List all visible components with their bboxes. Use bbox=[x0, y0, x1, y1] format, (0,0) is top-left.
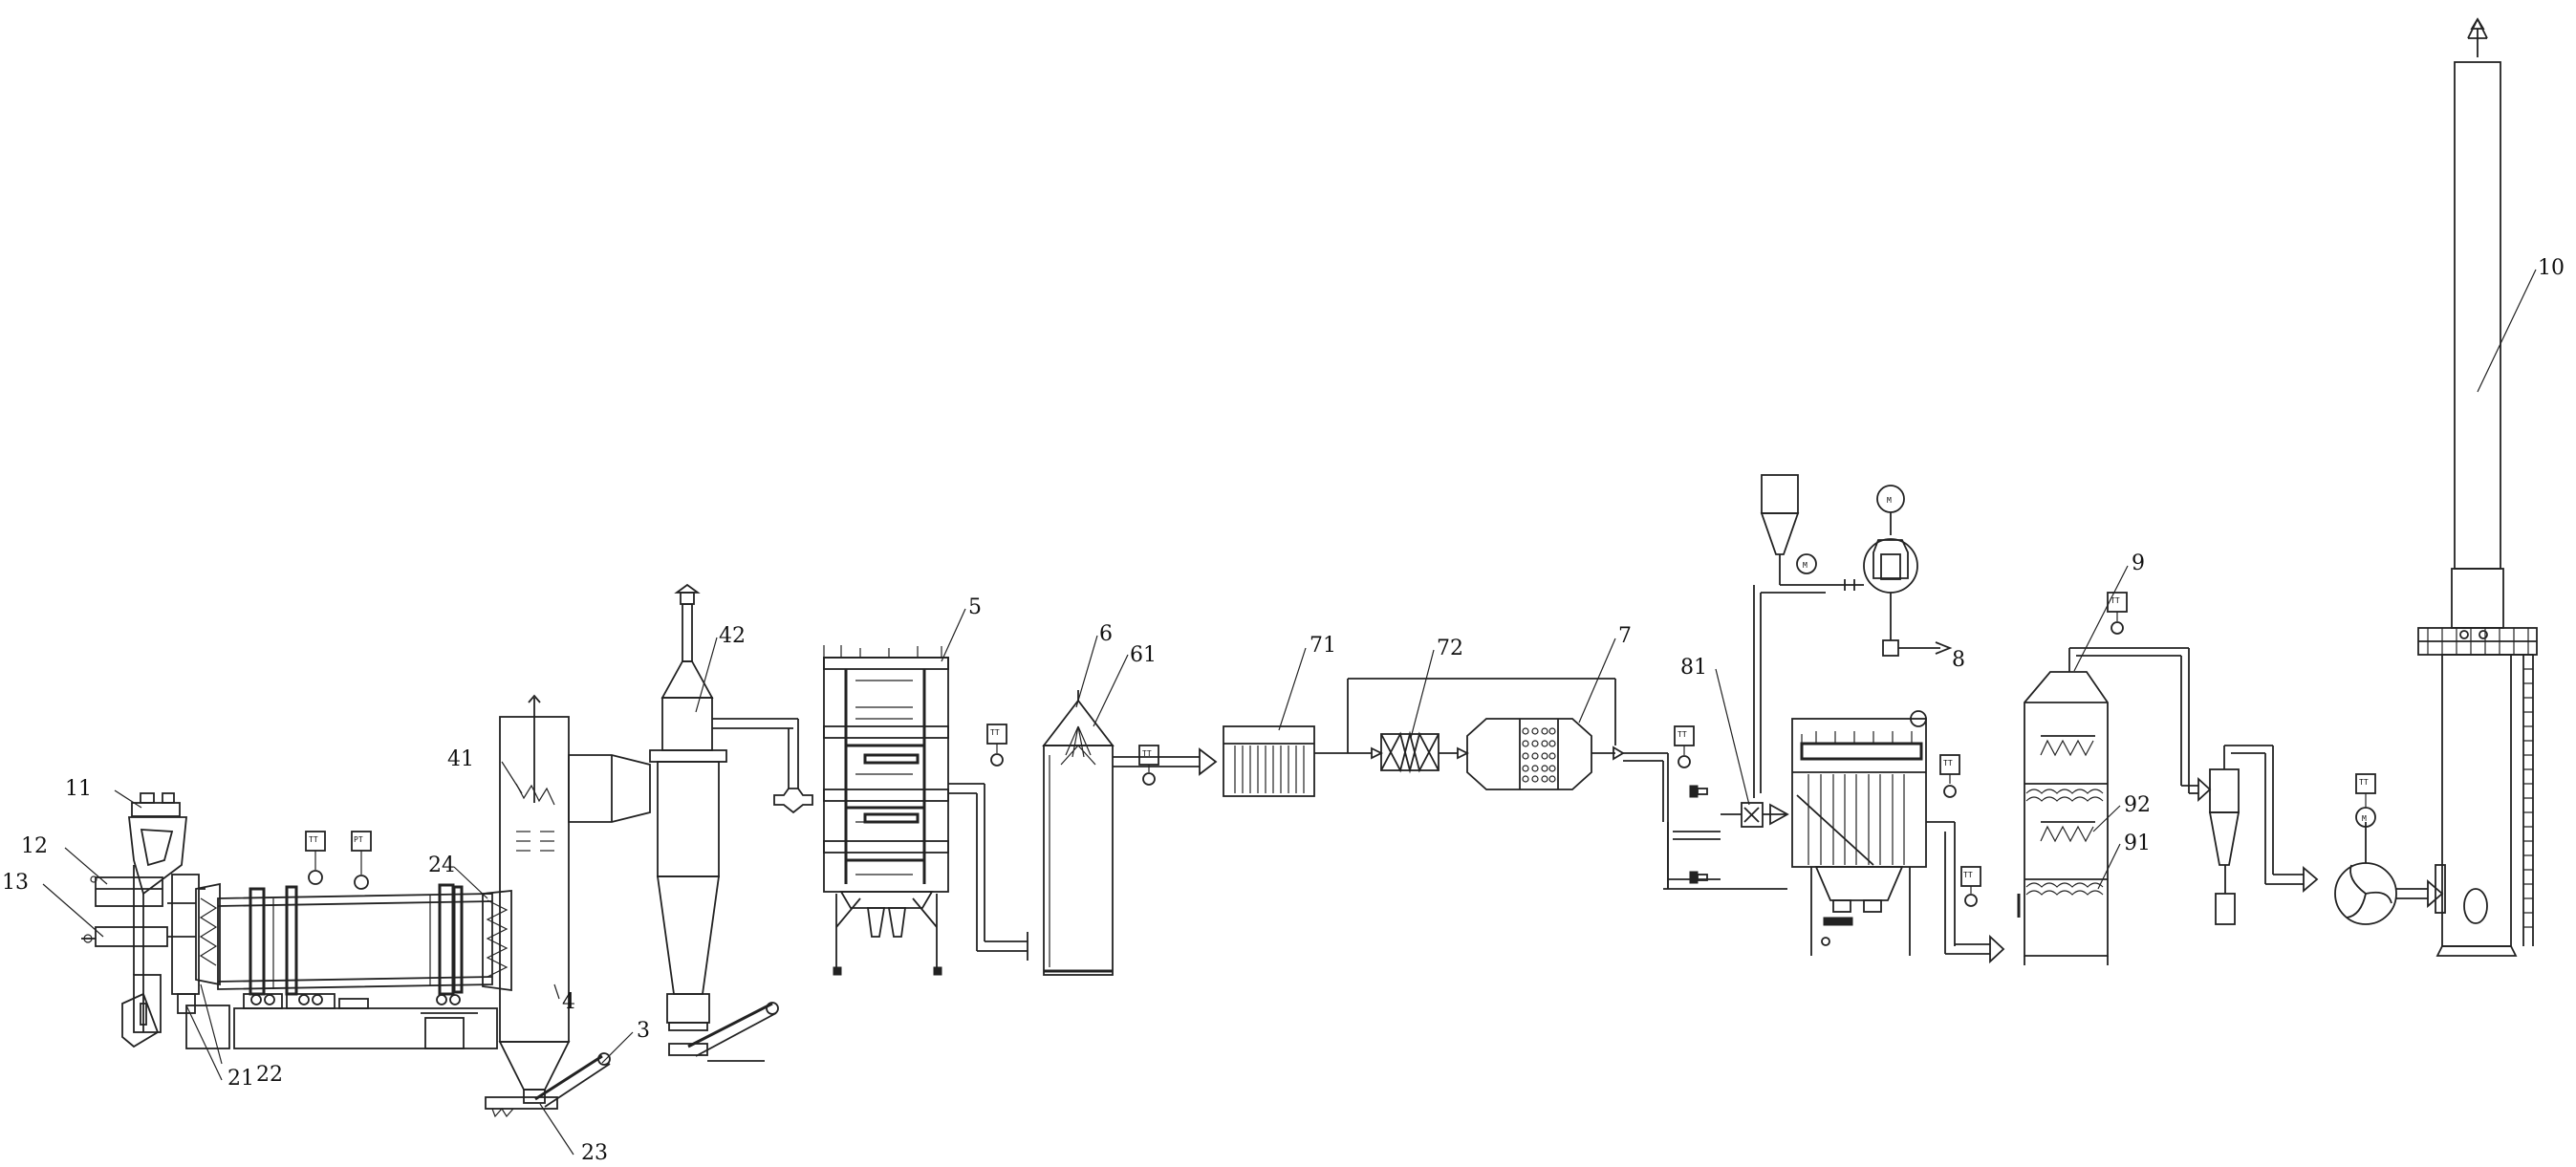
air-nozzles bbox=[516, 831, 554, 852]
label-21: 21 bbox=[227, 1067, 254, 1091]
scr-reactor-7 bbox=[1466, 718, 1592, 790]
label-24: 24 bbox=[428, 854, 455, 877]
svg-text:M: M bbox=[2362, 814, 2367, 823]
waste-heat-boiler-5 bbox=[823, 645, 949, 976]
feed-chute-12 bbox=[90, 875, 163, 907]
rotary-kiln-body bbox=[217, 883, 493, 996]
svg-text:TT: TT bbox=[2111, 596, 2120, 605]
svg-text:PT: PT bbox=[354, 835, 363, 844]
scr-instrument: TT bbox=[1674, 725, 1695, 768]
label-23: 23 bbox=[581, 1141, 608, 1165]
fan-motor: M bbox=[1835, 485, 1953, 657]
bag-filter-8 bbox=[1791, 710, 1927, 956]
bypass-line bbox=[1347, 678, 1616, 760]
packing-layers bbox=[2025, 789, 2104, 896]
cyclone-ash-conveyor bbox=[668, 1002, 779, 1062]
label-13: 13 bbox=[2, 871, 29, 895]
quench-instrument: TT bbox=[1138, 745, 1159, 786]
svg-text:TT: TT bbox=[1943, 759, 1953, 767]
label-10: 10 bbox=[2538, 256, 2565, 280]
heat-exchanger-72 bbox=[1380, 730, 1440, 774]
bag-filter-outlet: TT TT bbox=[1926, 754, 2005, 964]
label-42: 42 bbox=[719, 624, 746, 648]
kiln-outlet-seal-24 bbox=[482, 890, 512, 992]
feed-pusher-13 bbox=[81, 902, 196, 947]
secondary-combustion-chamber-4 bbox=[498, 694, 571, 1104]
kiln-support-base bbox=[185, 993, 498, 1049]
scrubber-outlet-duct: TT bbox=[2069, 592, 2212, 803]
label-12: 12 bbox=[21, 834, 48, 858]
filter-71 bbox=[1223, 725, 1315, 797]
scrubber-tower-9 bbox=[2017, 648, 2109, 965]
label-61: 61 bbox=[1130, 643, 1157, 667]
boiler-outlet-duct bbox=[948, 783, 1028, 961]
induced-draft-fan: M TT bbox=[2334, 773, 2444, 925]
label-4: 4 bbox=[562, 990, 575, 1014]
svg-text:TT: TT bbox=[1142, 749, 1152, 758]
label-3: 3 bbox=[637, 1019, 650, 1043]
label-72: 72 bbox=[1437, 637, 1463, 660]
ash-conveyor-3 bbox=[485, 1052, 611, 1118]
line-71-72 bbox=[1314, 746, 1384, 760]
svg-text:TT: TT bbox=[990, 728, 1000, 737]
boiler-outlet-instrument: TT bbox=[986, 724, 1007, 767]
label-11: 11 bbox=[65, 777, 92, 801]
stack-ladder bbox=[2511, 654, 2534, 946]
label-41: 41 bbox=[447, 747, 474, 771]
scr-outlet-duct bbox=[1591, 746, 1787, 890]
quench-tower-6 bbox=[1042, 690, 1115, 976]
chamber-to-cyclone-duct bbox=[568, 754, 651, 823]
label-81: 81 bbox=[1680, 656, 1707, 680]
demister-cyclone bbox=[2208, 745, 2319, 925]
label-91: 91 bbox=[2124, 832, 2151, 855]
label-22: 22 bbox=[256, 1063, 283, 1087]
cyclone-separator-42 bbox=[649, 583, 727, 1031]
feed-hopper-11 bbox=[121, 792, 187, 1048]
svg-text:TT: TT bbox=[309, 835, 318, 844]
label-8: 8 bbox=[1952, 648, 1965, 672]
kiln-instruments: TT PT bbox=[305, 831, 372, 890]
label-7: 7 bbox=[1618, 624, 1632, 648]
svg-text:TT: TT bbox=[1678, 730, 1687, 739]
label-92: 92 bbox=[2124, 793, 2151, 817]
label-6: 6 bbox=[1099, 622, 1113, 646]
svg-text:M: M bbox=[1803, 561, 1808, 570]
callout-leaders bbox=[42, 269, 2537, 1156]
label-5: 5 bbox=[968, 595, 982, 619]
svg-text:TT: TT bbox=[2359, 778, 2369, 787]
svg-text:TT: TT bbox=[1963, 871, 1973, 879]
label-71: 71 bbox=[1310, 634, 1336, 658]
quench-to-filter-arrow bbox=[1113, 747, 1218, 776]
callout-labels: 11 12 13 21 22 23 24 3 4 41 42 5 6 61 71… bbox=[2, 256, 2565, 1165]
sorbent-silo: M bbox=[1753, 474, 1835, 798]
label-9: 9 bbox=[2132, 551, 2145, 575]
kiln-head-seal-22 bbox=[195, 882, 221, 986]
catalyst-beds bbox=[1522, 727, 1556, 783]
injection-valve-81 bbox=[1721, 802, 1789, 828]
cyclone-outlet-duct bbox=[712, 718, 813, 814]
kiln-inlet-hood-21 bbox=[171, 874, 206, 1014]
chimney-stack-10 bbox=[2417, 17, 2538, 957]
svg-text:M: M bbox=[1887, 496, 1892, 505]
